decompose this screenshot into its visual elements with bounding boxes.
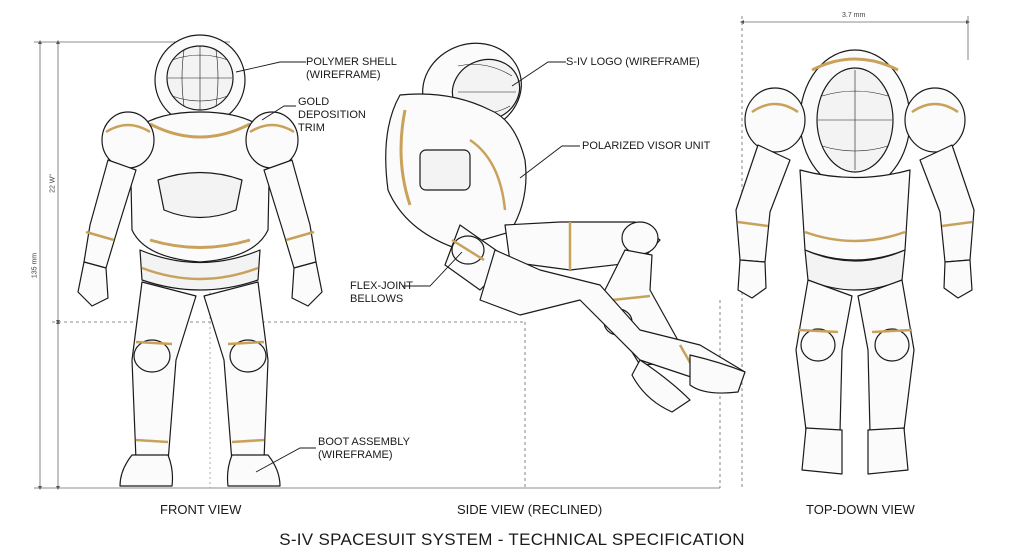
label-top-view: TOP-DOWN VIEW (806, 502, 915, 517)
callout-gold-trim: GOLD DEPOSITION TRIM (298, 96, 366, 134)
callout-logo: S-IV LOGO (WIREFRAME) (566, 56, 700, 68)
front-view-suit (77, 34, 323, 487)
side-view-suit (385, 42, 746, 413)
callout-polymer-shell: POLYMER SHELL (WIREFRAME) (306, 56, 397, 81)
label-side-view: SIDE VIEW (RECLINED) (457, 502, 603, 517)
label-front-view: FRONT VIEW (160, 502, 242, 517)
dim-width-top: 3.7 mm (842, 12, 866, 19)
callout-boot-assembly: BOOT ASSEMBLY (WIREFRAME) (318, 436, 410, 461)
callout-flex-joint: FLEX-JOINT BELLOWS (350, 280, 413, 305)
drawing-title: S-IV SPACESUIT SYSTEM - TECHNICAL SPECIF… (279, 530, 745, 549)
dim-height-total: 135 mm (31, 252, 39, 279)
top-view-suit (735, 49, 975, 475)
dim-height-lower: 22 W" (49, 174, 57, 193)
callout-leaders (235, 61, 580, 473)
callout-visor: POLARIZED VISOR UNIT (582, 140, 711, 152)
dimension-lines (34, 16, 970, 490)
